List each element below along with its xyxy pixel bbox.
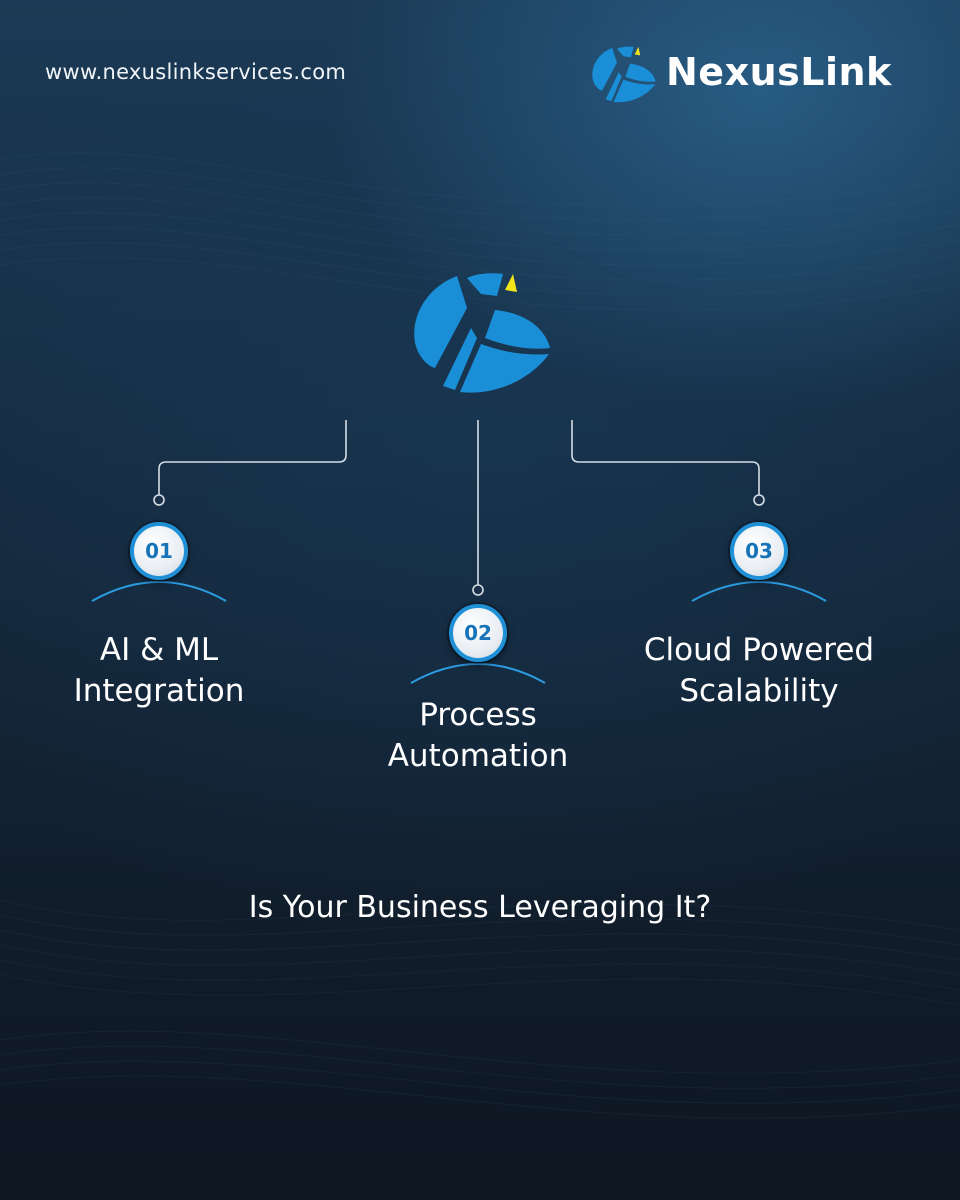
- brand-name: NexusLink: [666, 50, 892, 94]
- brand-logo: NexusLink: [588, 42, 918, 106]
- connector-left: [158, 420, 347, 495]
- arc-02: [410, 663, 546, 684]
- connector-right: [571, 420, 760, 495]
- connector-dot-center: [472, 584, 484, 596]
- connector-dot-right: [753, 494, 765, 506]
- arc-03: [691, 581, 827, 602]
- feature-label-cloud-scalability: Cloud Powered Scalability: [643, 632, 875, 709]
- nexuslink-logo-icon: [592, 46, 656, 103]
- closing-question: Is Your Business Leveraging It?: [248, 890, 712, 925]
- badge-01: 01: [130, 522, 188, 580]
- badge-03: 03: [730, 522, 788, 580]
- badge-02: 02: [449, 604, 507, 662]
- nexuslink-logo-icon: [414, 273, 550, 393]
- connector-dot-left: [153, 494, 165, 506]
- feature-label-ai-ml: AI & ML Integration: [73, 632, 245, 709]
- feature-label-process-automation: Process Automation: [387, 697, 569, 774]
- arc-01: [91, 581, 227, 602]
- website-url: www.nexuslinkservices.com: [45, 60, 347, 84]
